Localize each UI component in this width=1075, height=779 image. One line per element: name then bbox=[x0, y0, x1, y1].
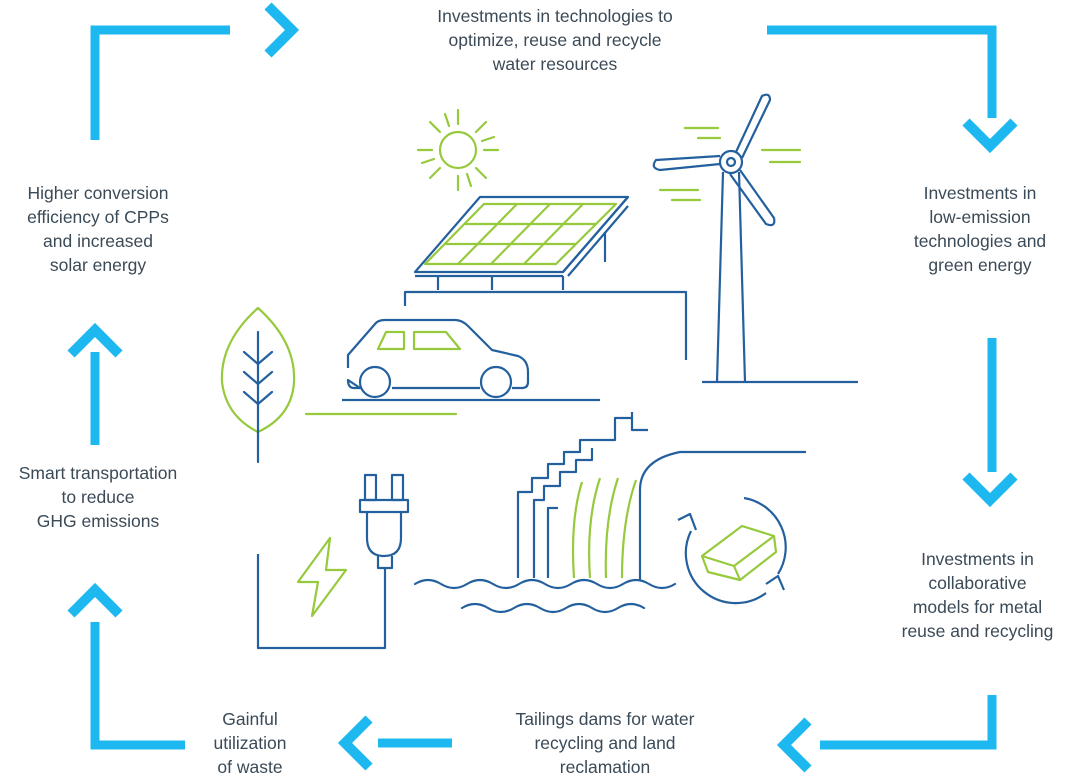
label-low-emission: Investments in low-emission technologies… bbox=[913, 183, 1047, 275]
label-metal-recycling: Investments in collaborative models for … bbox=[901, 549, 1054, 641]
label-smart-transport: Smart transportation to reduce GHG emiss… bbox=[18, 463, 178, 531]
arrow-bottom-left-corner bbox=[90, 622, 185, 750]
leaf-icon bbox=[220, 306, 458, 464]
wind-turbine-icon bbox=[652, 93, 858, 384]
arrow-top-right-corner bbox=[767, 25, 997, 118]
label-water-resources: Investments in technologies to optimize,… bbox=[437, 6, 673, 74]
water-waves-icon bbox=[413, 578, 677, 614]
arrow-head-down-upper bbox=[962, 118, 1018, 154]
arrow-bottom-right-corner bbox=[820, 695, 997, 750]
waterfall-dam-icon bbox=[516, 412, 806, 580]
arrow-top-left-corner bbox=[90, 25, 230, 140]
cycle-arrows bbox=[67, 2, 1018, 773]
arrow-head-left-bottom bbox=[337, 715, 373, 771]
electric-car-icon bbox=[342, 318, 600, 402]
label-tailings-dams: Tailings dams for water recycling and la… bbox=[515, 709, 695, 777]
arrow-head-down-lower bbox=[962, 472, 1018, 508]
solar-panel-icon bbox=[403, 195, 688, 360]
wind-lines bbox=[658, 126, 802, 202]
recycle-metal-ingot-icon bbox=[677, 496, 787, 605]
arrow-head-right-top bbox=[264, 2, 300, 58]
arrow-head-up-upper-left bbox=[67, 322, 123, 358]
label-waste-utilization: Gainful utilization of waste bbox=[213, 709, 287, 777]
arrow-head-up-lower-left bbox=[67, 582, 123, 618]
sun-icon bbox=[416, 108, 500, 192]
power-plug-icon bbox=[256, 473, 410, 650]
arrow-head-left-lower-right bbox=[776, 717, 812, 773]
lightning-bolt-icon bbox=[296, 536, 348, 618]
label-solar-energy: Higher conversion efficiency of CPPs and… bbox=[27, 183, 169, 275]
